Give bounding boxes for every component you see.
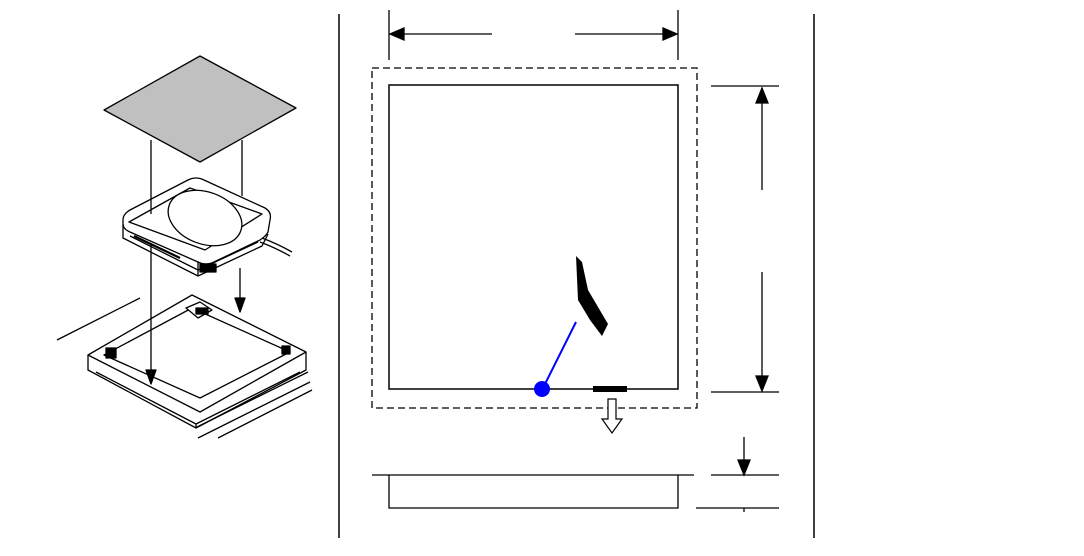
outlet-direction-arrow <box>602 399 622 433</box>
callout-leader <box>544 322 576 386</box>
floor-line <box>218 390 312 438</box>
width-dimension <box>389 10 678 60</box>
device-outline <box>389 85 678 389</box>
recessed-frame <box>88 295 306 428</box>
cutout-outline <box>372 68 697 408</box>
side-view <box>372 437 779 512</box>
height-dimension <box>711 86 779 392</box>
plan-view <box>372 10 779 512</box>
corner-bracket <box>196 308 208 314</box>
thickness-arrow <box>738 460 750 475</box>
sensor-window-mark <box>576 256 608 336</box>
corner-bracket <box>106 348 116 358</box>
exploded-view <box>57 56 312 438</box>
device <box>123 178 292 276</box>
corner-bracket <box>282 346 290 354</box>
callout-marker-dot <box>534 381 550 397</box>
cover-tile <box>104 56 296 162</box>
cable-outlet-mark <box>593 386 627 392</box>
